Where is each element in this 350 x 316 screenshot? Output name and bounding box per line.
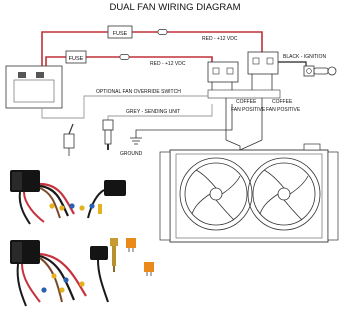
sending-unit-wire	[107, 104, 213, 120]
fuse-label-2: FUSE	[69, 56, 84, 62]
sending-unit-icon	[102, 119, 114, 150]
diagram-title: DUAL FAN WIRING DIAGRAM	[109, 2, 240, 13]
fan-positive-label-left: FAN POSITIVE	[231, 107, 266, 113]
fan-icon	[247, 157, 321, 231]
sending-unit-label: GREY - SENDING UNIT	[126, 109, 180, 115]
override-switch-wire	[41, 95, 208, 119]
coffee-label-right: COFFEE	[272, 99, 293, 105]
ground-icon	[130, 137, 142, 145]
battery-icon	[5, 65, 63, 109]
ground-label: GROUND	[120, 151, 143, 157]
fan-positive-label-right: FAN POSITIVE	[266, 107, 301, 113]
red-wire-label-1: RED - +12 VDC	[202, 36, 238, 42]
relay-harness-photo	[10, 170, 126, 225]
relay-junction-box	[207, 89, 281, 99]
relay-icon	[207, 61, 239, 83]
coffee-wires	[225, 98, 263, 140]
override-switch-label: OPTIONAL FAN OVERRIDE SWITCH	[96, 89, 181, 95]
relay-icon	[247, 51, 279, 75]
red-wire-label-2: RED - +12 VDC	[150, 61, 186, 67]
toggle-switch-icon	[63, 123, 75, 156]
fan-feed-wire	[225, 139, 263, 151]
relay-harness-photo	[10, 240, 109, 307]
ground-wire	[135, 104, 233, 138]
coffee-label-left: COFFEE	[236, 99, 257, 105]
wire-connector	[157, 29, 168, 35]
black-ignition-wire	[278, 61, 307, 68]
fuse-label-1: FUSE	[113, 31, 128, 37]
fuse-icon: FUSE	[107, 25, 133, 39]
fuse-icon: FUSE	[65, 50, 87, 64]
red-wire-upper	[41, 31, 263, 70]
fuse-photo	[110, 238, 154, 276]
radiator-icon	[159, 143, 339, 243]
wire-connector	[119, 54, 130, 60]
fan-icon	[179, 157, 253, 231]
ignition-key-icon	[303, 65, 337, 77]
black-ignition-label: BLACK - IGNITION	[283, 54, 326, 60]
